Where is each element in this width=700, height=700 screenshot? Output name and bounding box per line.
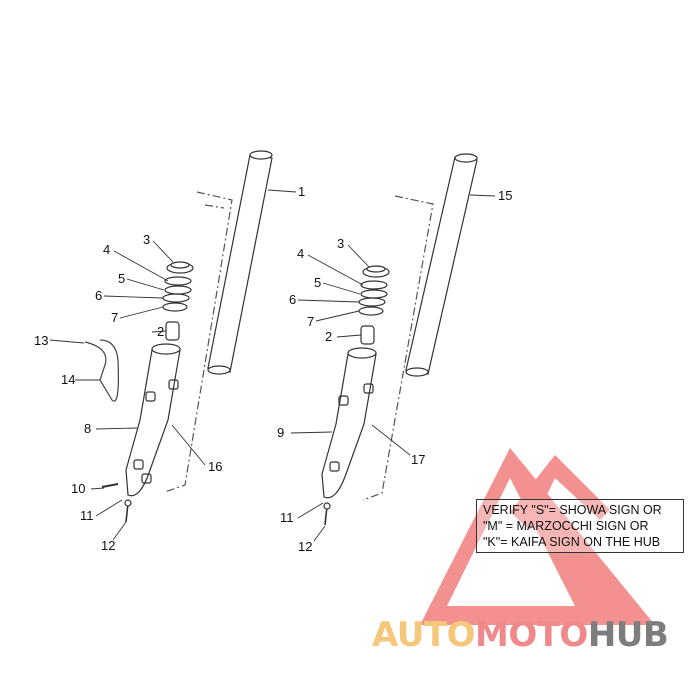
callout-3-right: 3 — [337, 236, 345, 251]
wordmark-moto: MOTO — [474, 615, 588, 655]
note-line-3: "K"= KAIFA SIGN ON THE HUB — [483, 535, 661, 549]
watermark-logo — [420, 448, 655, 625]
callout-8: 8 — [84, 421, 92, 436]
callout-11-left: 11 — [80, 508, 94, 523]
callout-6-right: 6 — [289, 292, 297, 307]
callout-2-right: 2 — [325, 329, 333, 344]
callout-15: 15 — [498, 188, 513, 203]
callout-11-right: 11 — [280, 510, 294, 525]
verify-note-box: VERIFY "S"= SHOWA SIGN OR "M" = MARZOCCH… — [476, 499, 684, 553]
wordmark-auto: AUTO — [372, 615, 475, 655]
note-line-2: "M" = MARZOCCHI SIGN OR — [483, 519, 649, 533]
callout-14: 14 — [61, 372, 76, 387]
wordmark-hub: HUB — [587, 615, 669, 655]
left-fork-assembly — [84, 150, 273, 523]
callout-4-right: 4 — [297, 246, 305, 261]
callout-5-right: 5 — [314, 275, 322, 290]
callout-17: 17 — [411, 452, 426, 467]
callout-5-left: 5 — [118, 271, 126, 286]
callout-13: 13 — [34, 333, 49, 348]
callout-7-right: 7 — [307, 314, 315, 329]
callout-4-left: 4 — [103, 242, 111, 257]
callout-1: 1 — [298, 184, 306, 199]
callout-10: 10 — [71, 481, 86, 496]
watermark-wordmark: AUTOMOTOHUB — [372, 615, 669, 655]
callout-12-left: 12 — [101, 538, 116, 553]
callout-3-left: 3 — [143, 232, 151, 247]
callout-2-left: 2 — [157, 324, 165, 339]
leader-lines — [49, 189, 496, 542]
callout-12-right: 12 — [298, 539, 313, 554]
note-line-1: VERIFY "S"= SHOWA SIGN OR — [483, 503, 662, 517]
callout-16: 16 — [208, 459, 223, 474]
callout-7-left: 7 — [111, 310, 119, 325]
right-fork-assembly — [321, 153, 478, 526]
callout-9: 9 — [277, 425, 285, 440]
callout-6-left: 6 — [95, 288, 103, 303]
